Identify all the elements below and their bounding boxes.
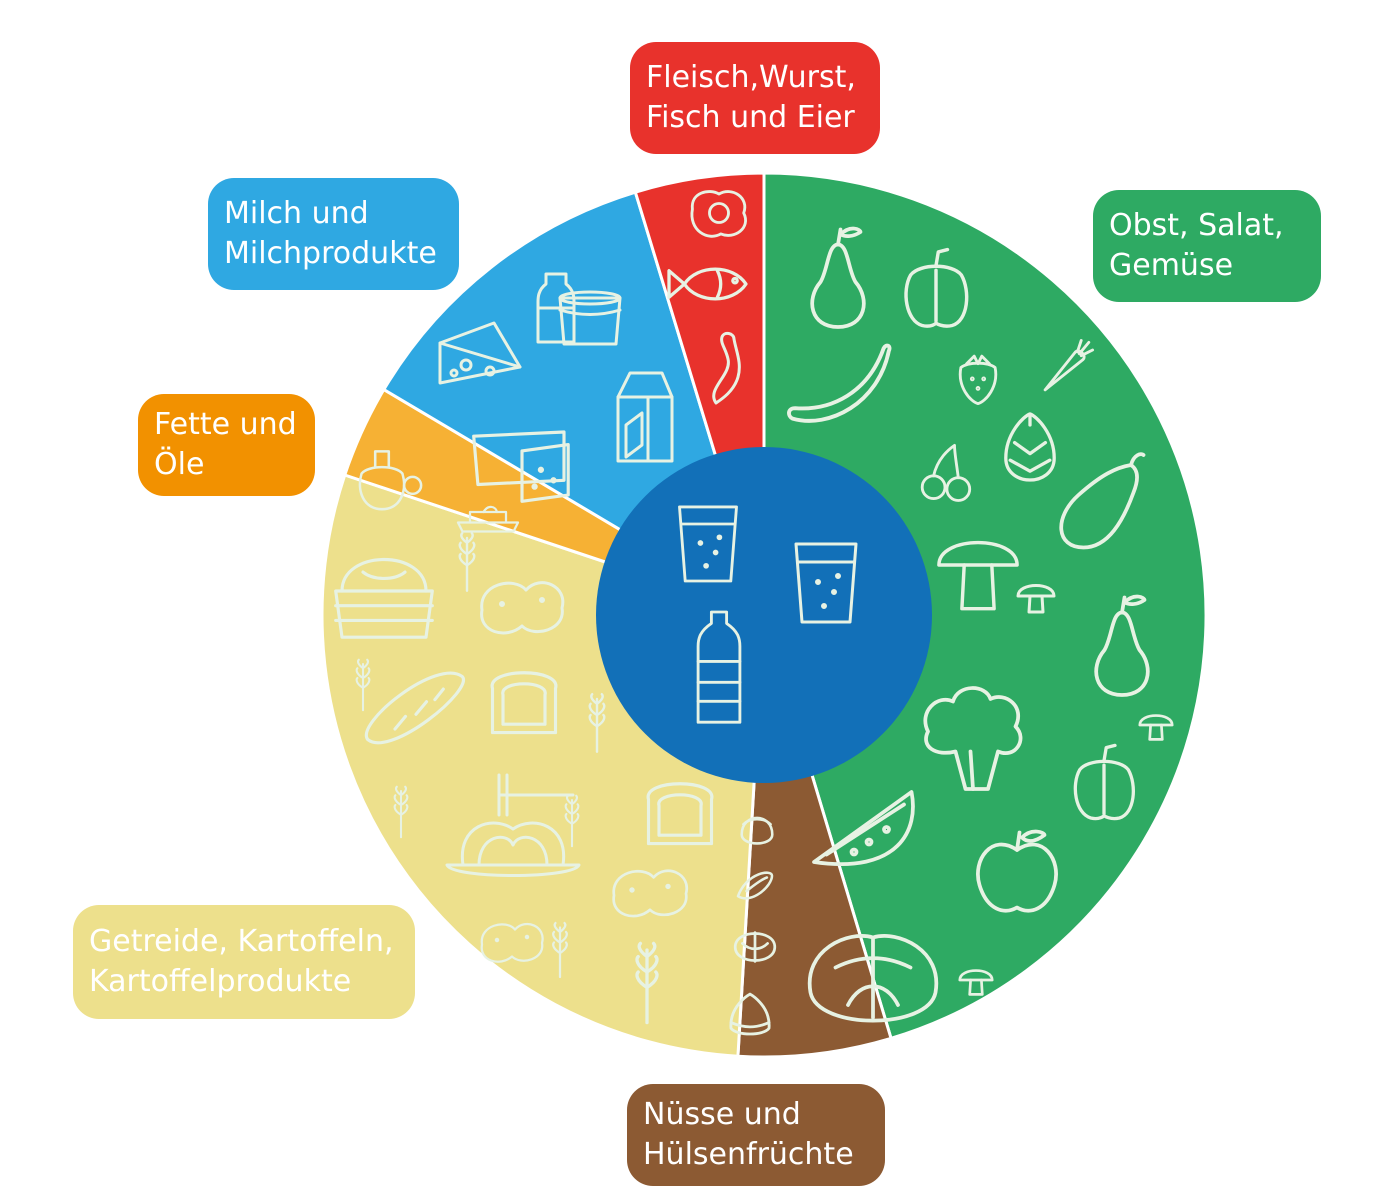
label-getreide: Getreide, Kartoffeln, Kartoffelprodukte xyxy=(73,905,415,1019)
wheat-icon xyxy=(355,658,371,712)
potato-icon xyxy=(480,581,565,635)
butter-icon xyxy=(456,505,520,533)
water-bottle-icon xyxy=(696,610,742,724)
label-obst: Obst, Salat, Gemüse xyxy=(1093,190,1321,302)
glass-icon xyxy=(794,542,858,624)
water-center xyxy=(596,447,932,783)
artichoke-icon xyxy=(1004,412,1056,482)
fried-egg-icon xyxy=(690,190,747,238)
toast-icon xyxy=(490,671,558,735)
wheat-icon xyxy=(458,531,476,593)
strawberry-icon xyxy=(958,354,998,406)
small-mushroom-icon xyxy=(958,969,994,996)
tofu-icon xyxy=(472,430,570,503)
cherries-icon xyxy=(920,443,972,502)
label-fleisch: Fleisch,Wurst, Fisch und Eier xyxy=(630,42,880,154)
fish-icon xyxy=(667,267,748,301)
label-milch-line2: Milchprodukte xyxy=(224,236,437,271)
walnut-icon xyxy=(733,931,777,963)
apple-icon xyxy=(976,829,1058,913)
label-getreide-line1: Getreide, Kartoffeln, xyxy=(89,924,394,959)
banana-icon xyxy=(787,343,892,423)
wheel-icons xyxy=(334,190,1174,1036)
chestnut-icon xyxy=(729,992,771,1036)
wheat-icon xyxy=(393,785,409,839)
sausage-icon xyxy=(712,331,741,405)
almond-icon xyxy=(736,871,774,900)
small-mushroom-icon xyxy=(1138,714,1174,741)
small-mushroom-icon xyxy=(1016,584,1056,614)
baguette-icon xyxy=(364,671,465,745)
label-obst-line1: Obst, Salat, xyxy=(1109,208,1284,243)
glass-icon xyxy=(678,505,738,583)
label-fette-line1: Fette und xyxy=(154,407,297,442)
pear-icon xyxy=(1094,594,1150,697)
carrot-icon xyxy=(1043,339,1095,392)
wheat-icon xyxy=(635,941,659,1025)
toast-icon xyxy=(646,782,714,846)
watermelon-icon xyxy=(812,790,915,866)
cheese-icon xyxy=(438,321,522,385)
label-getreide-line2: Kartoffelprodukte xyxy=(89,964,352,999)
wheat-icon xyxy=(552,921,568,979)
label-milch: Milch und Milchprodukte xyxy=(208,178,459,290)
wheat-icon xyxy=(564,794,580,848)
broccoli-icon xyxy=(923,686,1023,791)
label-milch-line1: Milch und xyxy=(224,196,369,231)
potato-icon xyxy=(612,869,689,918)
wheat-icon xyxy=(588,692,606,754)
eggplant-icon xyxy=(1059,452,1146,550)
label-obst-line2: Gemüse xyxy=(1109,248,1234,283)
milk-carton-icon xyxy=(616,371,674,463)
milk-bottle-icon xyxy=(536,272,576,344)
spaghetti-icon xyxy=(445,773,581,877)
label-nuesse: Nüsse und Hülsenfrüchte xyxy=(627,1084,885,1186)
label-fette-line2: Öle xyxy=(154,447,205,482)
pear-icon xyxy=(810,226,866,329)
bell-pepper-icon xyxy=(1073,743,1135,821)
yogurt-icon xyxy=(558,290,622,346)
label-nuesse-line1: Nüsse und xyxy=(643,1097,801,1132)
bell-pepper-icon xyxy=(904,247,969,328)
label-nuesse-line2: Hülsenfrüchte xyxy=(643,1137,854,1172)
label-fleisch-line1: Fleisch,Wurst, xyxy=(646,60,856,95)
mushroom-icon xyxy=(937,540,1019,611)
bread-basket-icon xyxy=(334,558,434,639)
label-fette: Fette und Öle xyxy=(138,394,315,496)
hazelnut-icon xyxy=(740,816,774,845)
oil-jug-icon xyxy=(358,450,423,511)
cabbage-icon xyxy=(807,934,939,1023)
potato-icon xyxy=(480,923,544,963)
label-fleisch-line2: Fisch und Eier xyxy=(646,100,855,135)
